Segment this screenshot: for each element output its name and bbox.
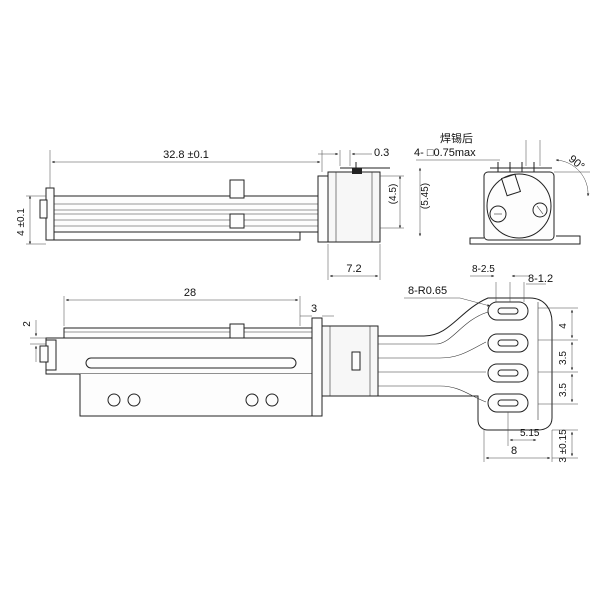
dim-pad-x: 5.15 — [520, 428, 540, 439]
plan-motor — [321, 325, 379, 397]
end-motor-circle — [486, 173, 552, 239]
dim-fpc-bottom: 3 ±0.15 — [558, 429, 569, 463]
dim-fpc-width: 8 — [511, 445, 517, 457]
end-view: 90° 焊锡后 4- □0.75max — [414, 131, 590, 245]
dim-pad-pitch-x: 8-2.5 — [472, 264, 495, 275]
right-end-plate — [317, 175, 329, 243]
dim-top-length: 32.8 ±0.1 — [163, 149, 209, 161]
motor-body — [327, 171, 381, 243]
plan-left-stub — [39, 345, 49, 363]
plan-view: 28 3 2 8-2.5 8-1.2 8-R0.65 4 3.5 — [22, 264, 578, 463]
plan-motor-tab — [351, 351, 361, 371]
fpc-outline — [378, 297, 553, 431]
dim-screw-length: 28 — [184, 287, 196, 299]
dim-pad-width: 8-1.2 — [528, 273, 553, 285]
dim-slot-gap: 0.3 — [374, 147, 389, 159]
dim-motor-height-a: (4.5) — [388, 184, 399, 205]
plan-frame — [45, 337, 317, 375]
slider-bottom — [229, 213, 245, 229]
slider-top — [229, 179, 245, 199]
dim-pad-radius: 8-R0.65 — [408, 285, 447, 297]
end-base — [469, 235, 581, 245]
solder-note: 焊锡后 — [440, 131, 473, 145]
plan-slider — [229, 323, 245, 339]
terminal-spec: 4- □0.75max — [414, 147, 476, 159]
bottom-bracket — [53, 232, 301, 241]
plan-slot — [85, 357, 297, 369]
dim-pad-pitch-1: 4 — [558, 323, 569, 329]
dim-pad-pitch-3: 3.5 — [558, 383, 569, 397]
hole-2 — [127, 393, 141, 407]
plan-right-plate — [311, 317, 323, 417]
plan-top-rail — [63, 327, 317, 339]
dim-left-offset: 2 — [22, 321, 33, 327]
hole-4 — [265, 393, 279, 407]
hole-1 — [107, 393, 121, 407]
dim-motor-length: 7.2 — [346, 263, 361, 275]
end-terminal — [500, 173, 522, 197]
hole-3 — [245, 393, 259, 407]
left-stub — [39, 199, 48, 219]
dim-screw-offset: 3 — [311, 303, 317, 315]
dim-bracket-height: 4 ±0.1 — [16, 208, 27, 236]
dim-motor-height-b: (5.45) — [420, 183, 431, 209]
dim-angle: 90° — [566, 153, 586, 173]
dim-pad-pitch-2: 3.5 — [558, 351, 569, 365]
motor-terminal — [352, 168, 362, 174]
side-view: 32.8 ±0.1 0.3 (4.5) (5.45) 4 ±0.1 7.2 — [16, 147, 431, 280]
